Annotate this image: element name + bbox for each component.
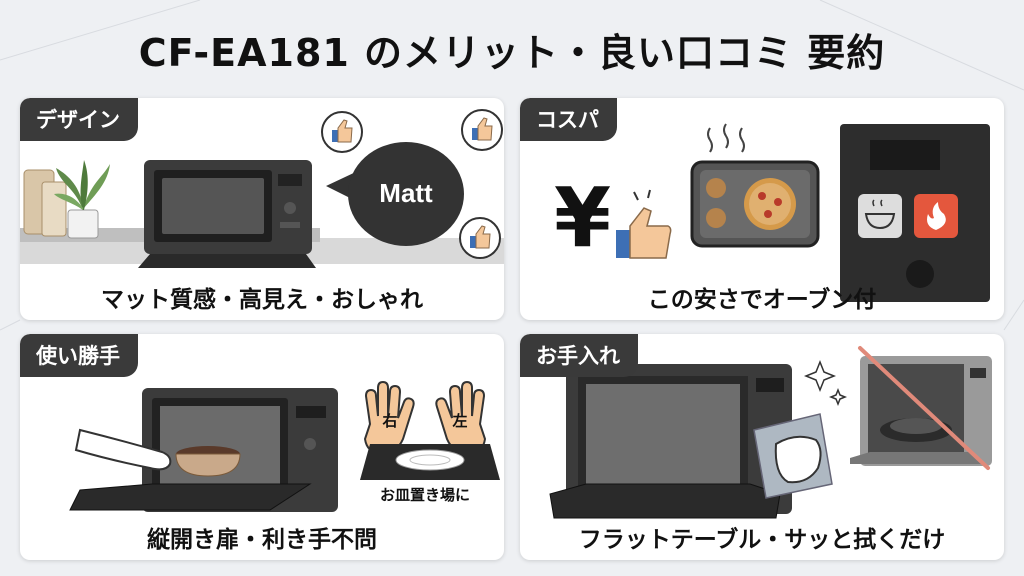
hand-icon: 右 (363, 380, 415, 455)
yen-icon: ¥ (554, 171, 611, 266)
panel-caption: 縦開き扉・利き手不問 (147, 527, 377, 553)
microwave-icon (138, 160, 316, 268)
plate-label: お皿置き場に (380, 486, 471, 504)
thumbs-up-icon (461, 109, 503, 151)
panel-label: コスパ (520, 98, 617, 141)
hand-left-label: 左 (451, 412, 467, 430)
page-title: CF-EA181 のメリット・良い口コミ 要約 (138, 31, 886, 75)
design-illustration: Matt (20, 109, 504, 268)
hand-right-label: 右 (382, 412, 397, 430)
hand-icon (74, 428, 172, 471)
plate-icon (360, 444, 500, 480)
panel-maintenance: お手入れ フラットテーブル (520, 334, 1004, 560)
panel-design: デザイン Matt (20, 98, 504, 320)
panel-caption: この安さでオーブン付 (647, 287, 877, 313)
maintenance-illustration (549, 346, 992, 519)
panel-label: 使い勝手 (20, 334, 138, 377)
speech-bubble: Matt (326, 142, 464, 246)
panel-label: お手入れ (520, 334, 638, 377)
cloth-icon (753, 413, 833, 499)
panel-cost: コスパ ¥ (520, 98, 1004, 320)
sparkle-icon (803, 359, 848, 407)
thumbs-up-icon (321, 111, 363, 153)
thumbs-up-icon (459, 217, 501, 259)
turntable-icon (850, 346, 992, 470)
usability-illustration: 右 左 (69, 380, 500, 512)
panel-usability: 使い勝手 右 左 (20, 334, 504, 560)
thumbs-up-icon (616, 189, 672, 259)
control-panel (840, 124, 990, 302)
oven-tray-icon (690, 123, 820, 248)
cost-illustration: ¥ (554, 123, 990, 302)
bowl-icon (175, 446, 241, 477)
hand-icon: 左 (435, 380, 487, 455)
cutting-board-icon (23, 169, 67, 237)
bowl-icon (864, 199, 896, 230)
bubble-text: Matt (379, 178, 433, 208)
panel-caption: マット質感・高見え・おしゃれ (101, 287, 423, 313)
flame-icon (927, 202, 946, 230)
panel-label: デザイン (20, 98, 138, 141)
panel-caption: フラットテーブル・サッと拭くだけ (578, 527, 946, 553)
plant-icon (54, 160, 110, 239)
